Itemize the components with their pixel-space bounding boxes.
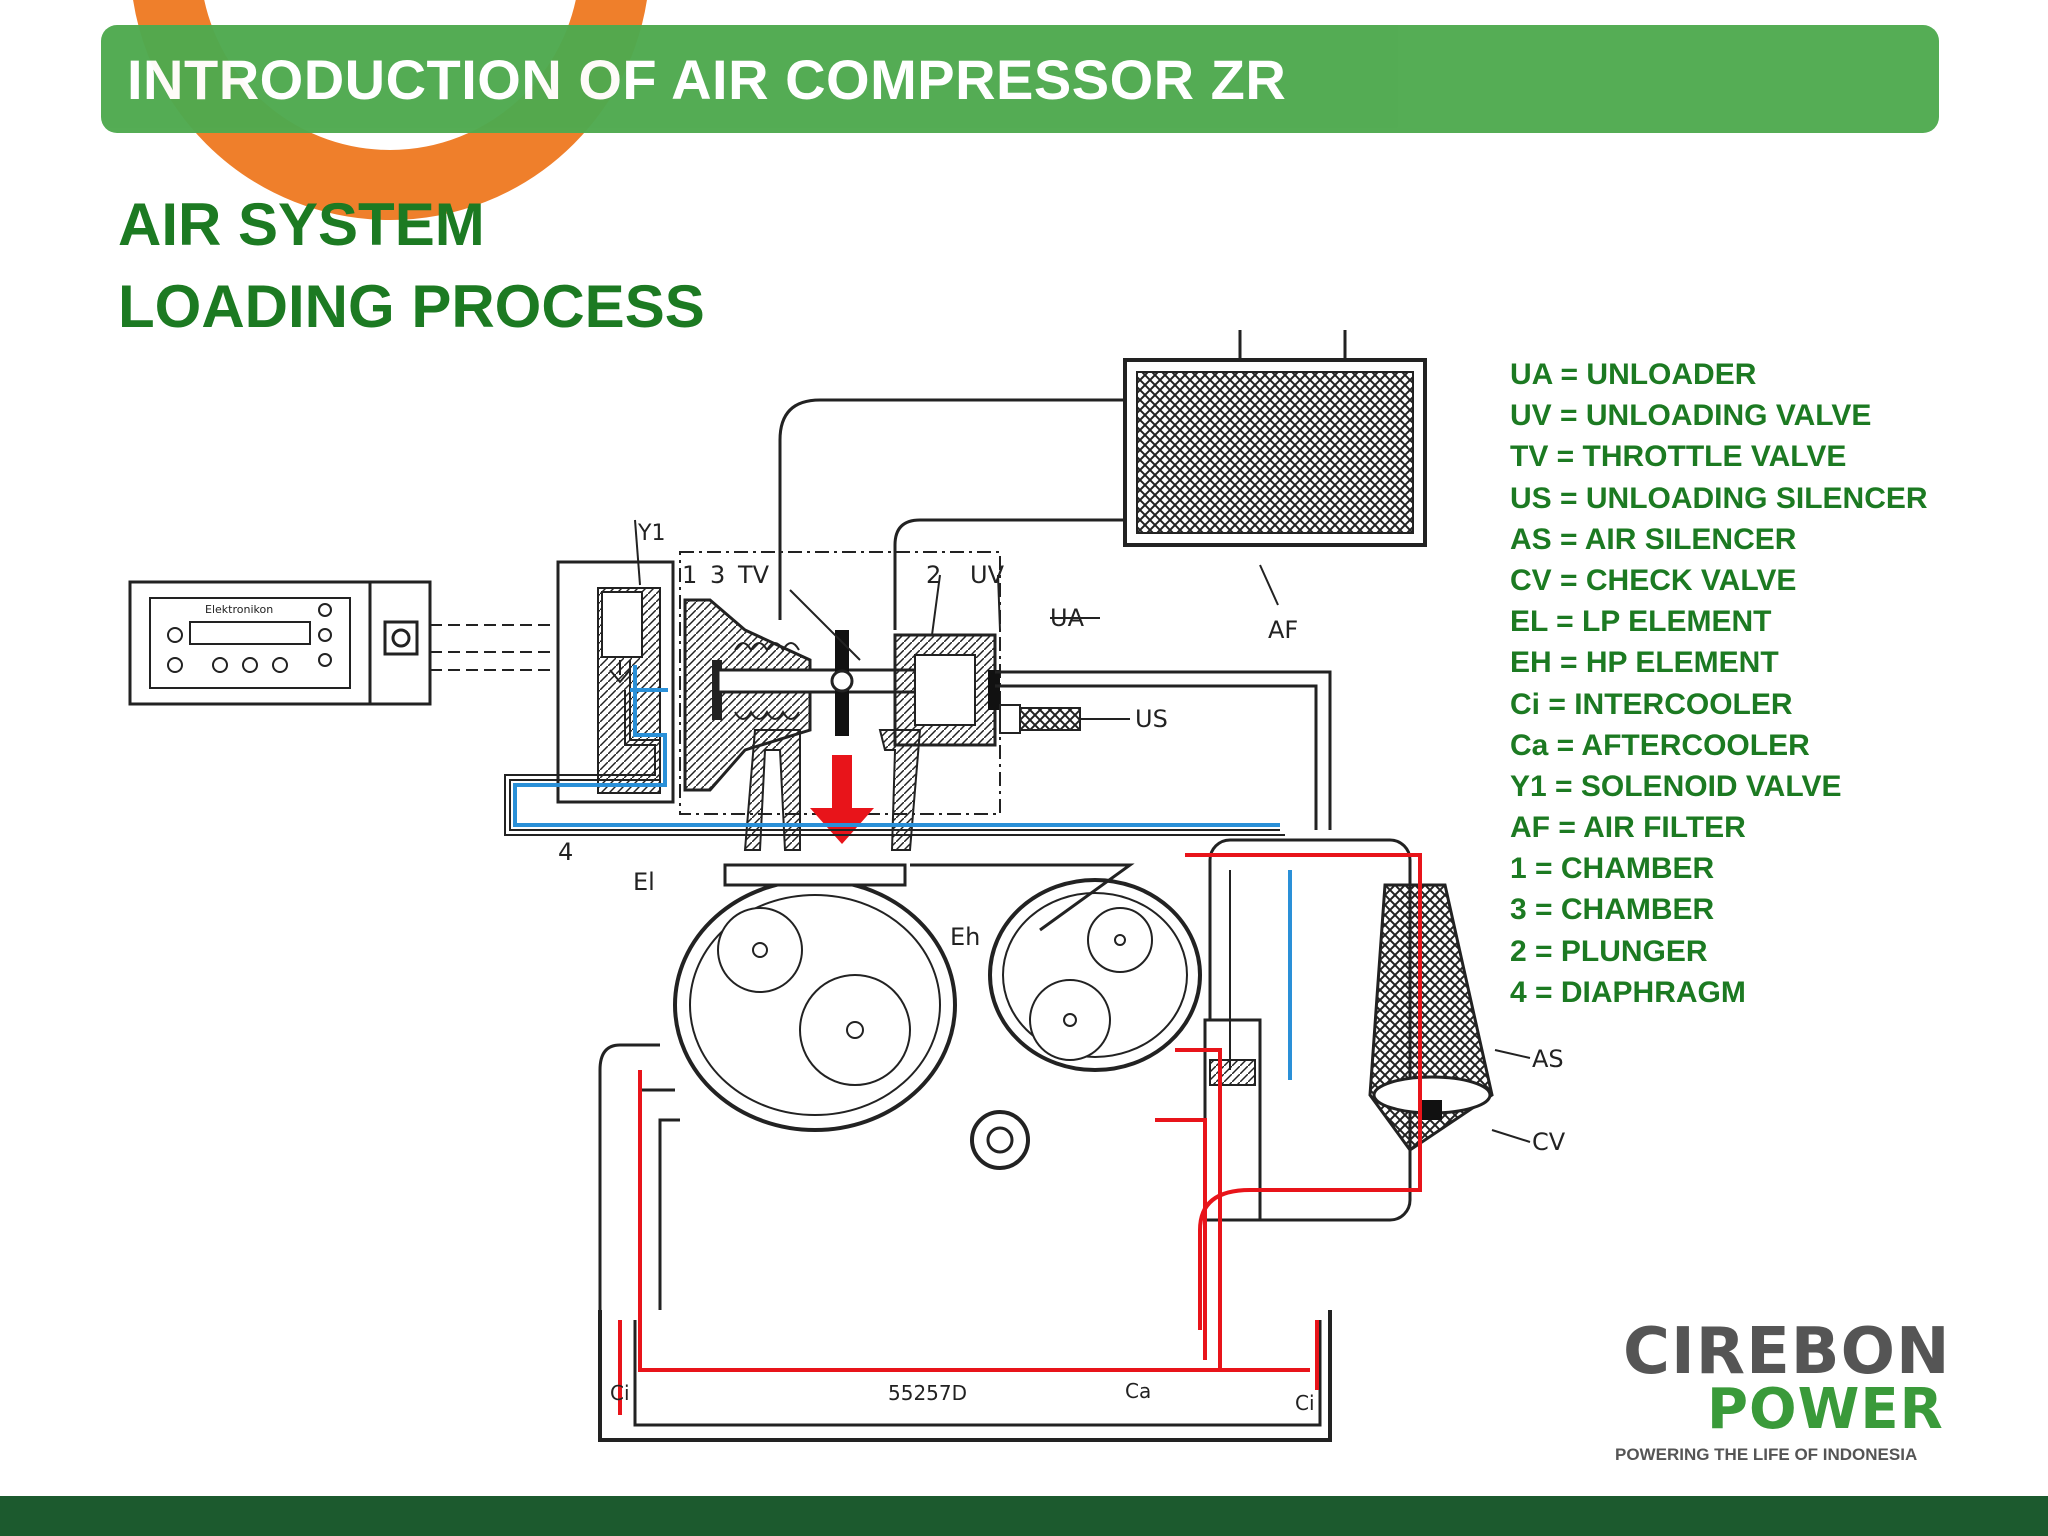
heading-line-2: LOADING PROCESS [118,273,705,340]
legend-item: Y1 = SOLENOID VALVE [1510,769,1842,803]
label-af: AF [1268,616,1298,644]
legend-item: AF = AIR FILTER [1510,811,1746,845]
legend-item: EL = LP ELEMENT [1510,605,1772,639]
controller-label: Elektronikon [205,603,273,616]
label-tv: TV [737,561,770,589]
solenoid-valve [556,519,675,804]
compressor-diagram: Elektronikon [128,330,1566,1442]
legend-item: EH = HP ELEMENT [1510,646,1779,680]
heading-line-1: AIR SYSTEM [118,191,485,258]
air-silencer [1368,883,1531,1153]
label-code: 55257D [888,1381,967,1405]
label-2: 2 [926,561,941,589]
legend-item: 2 = PLUNGER [1510,934,1708,968]
legend-item: 4 = DIAPHRAGM [1510,975,1746,1009]
label-us: US [1135,705,1168,733]
legend-item: AS = AIR SILENCER [1510,522,1797,556]
air-filter [1123,330,1427,606]
gear [970,1110,1030,1170]
label-ci-left: Ci [610,1381,630,1405]
label-3: 3 [710,561,725,589]
lp-element [673,863,957,1132]
label-cv: CV [1532,1128,1566,1156]
label-eh: Eh [950,923,980,951]
legend-item: UA = UNLOADER [1510,358,1757,391]
legend-item: 1 = CHAMBER [1510,852,1715,886]
label-y1: Y1 [637,521,665,546]
label-4: 4 [558,838,573,866]
label-uv: UV [970,561,1005,589]
cirebon-power-logo: CIREBON POWER POWERING THE LIFE OF INDON… [1615,1315,1950,1475]
title-bar: INTRODUCTION OF AIR COMPRESSOR ZR [101,25,1939,133]
hp-element [988,878,1202,1072]
logo-line-2: POWER [1707,1377,1944,1442]
legend-item: Ca = AFTERCOOLER [1510,728,1810,762]
legend-list: UA = UNLOADER UV = UNLOADING VALVE TV = … [1510,355,1928,1014]
label-as: AS [1532,1045,1564,1073]
footer-bar [0,1496,2048,1536]
legend-item: CV = CHECK VALVE [1510,563,1797,597]
unloading-silencer [999,704,1130,734]
logo-line-1: CIREBON [1623,1315,1951,1389]
legend-item: UV = UNLOADING VALVE [1510,399,1872,433]
label-ci-right: Ci [1295,1391,1315,1415]
throttle-valve-assembly [683,589,950,851]
logo-tagline: POWERING THE LIFE OF INDONESIA [1615,1445,1918,1464]
legend-item: Ci = INTERCOOLER [1510,687,1793,721]
label-ua: UA [1050,604,1085,632]
controller-panel: Elektronikon [128,580,432,706]
label-1: 1 [682,561,697,589]
legend-item: TV = THROTTLE VALVE [1510,440,1847,474]
legend-item: US = UNLOADING SILENCER [1510,481,1928,515]
unloading-valve [893,574,1001,747]
label-el: El [633,868,655,896]
label-ca: Ca [1125,1379,1151,1403]
slide-title: INTRODUCTION OF AIR COMPRESSOR ZR [127,48,1287,111]
legend-item: 3 = CHAMBER [1510,893,1715,927]
